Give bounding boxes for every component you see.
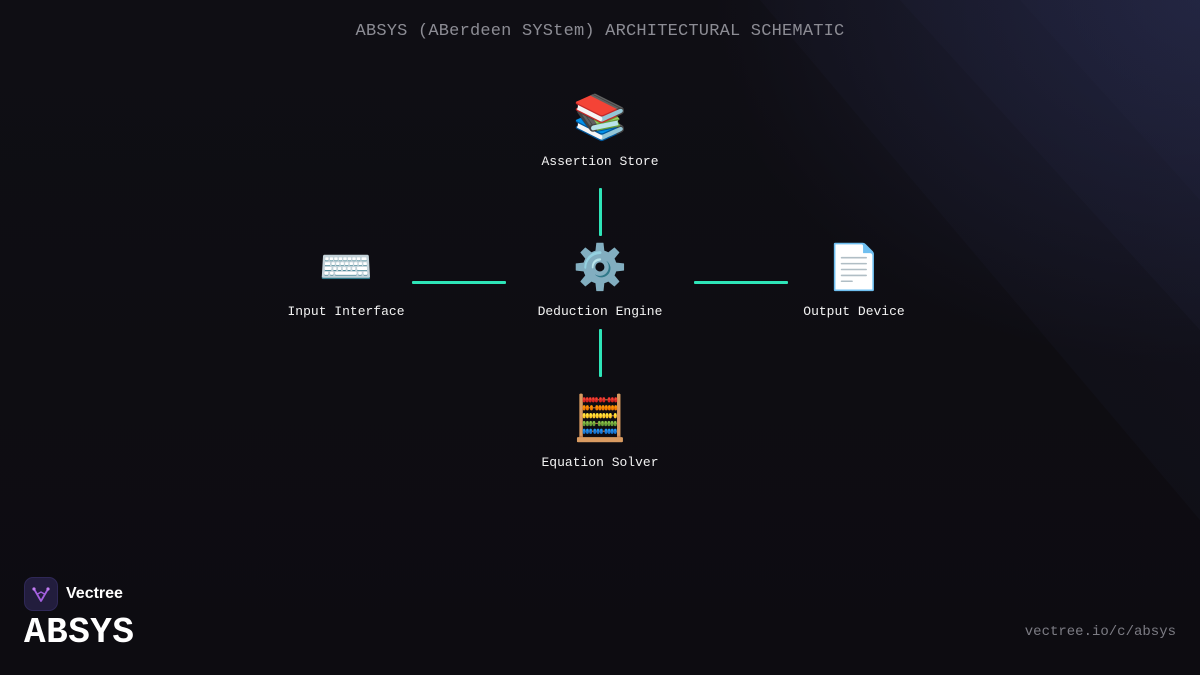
node-output-device: 📄 Output Device xyxy=(764,240,944,319)
connector-input-deduction xyxy=(412,280,506,284)
brand-block: Vectree ABSYS xyxy=(24,577,135,653)
node-label: Output Device xyxy=(803,304,905,319)
node-label: Assertion Store xyxy=(541,154,659,169)
node-assertion-store: 📚 Assertion Store xyxy=(510,90,690,169)
connector-deduction-output xyxy=(694,280,788,284)
document-icon: 📄 xyxy=(826,242,882,293)
product-name: ABSYS xyxy=(24,612,135,653)
keyboard-icon: ⌨️ xyxy=(318,242,374,293)
abacus-icon: 🧮 xyxy=(572,393,628,444)
node-input-interface: ⌨️ Input Interface xyxy=(256,240,436,319)
node-label: Deduction Engine xyxy=(537,304,663,319)
node-deduction-engine: ⚙️ Deduction Engine xyxy=(510,240,690,319)
source-url[interactable]: vectree.io/c/absys xyxy=(1024,624,1176,640)
connector-deduction-equation xyxy=(598,329,602,377)
node-label: Input Interface xyxy=(287,304,405,319)
gear-icon: ⚙️ xyxy=(572,242,628,293)
vectree-logo-icon[interactable] xyxy=(24,577,58,611)
company-name[interactable]: Vectree xyxy=(66,585,123,602)
diagram-title: ABSYS (ABerdeen SYStem) ARCHITECTURAL SC… xyxy=(355,22,845,41)
books-icon: 📚 xyxy=(572,92,628,143)
node-label: Equation Solver xyxy=(541,455,659,470)
connector-assertion-deduction xyxy=(598,188,602,236)
node-equation-solver: 🧮 Equation Solver xyxy=(510,391,690,470)
